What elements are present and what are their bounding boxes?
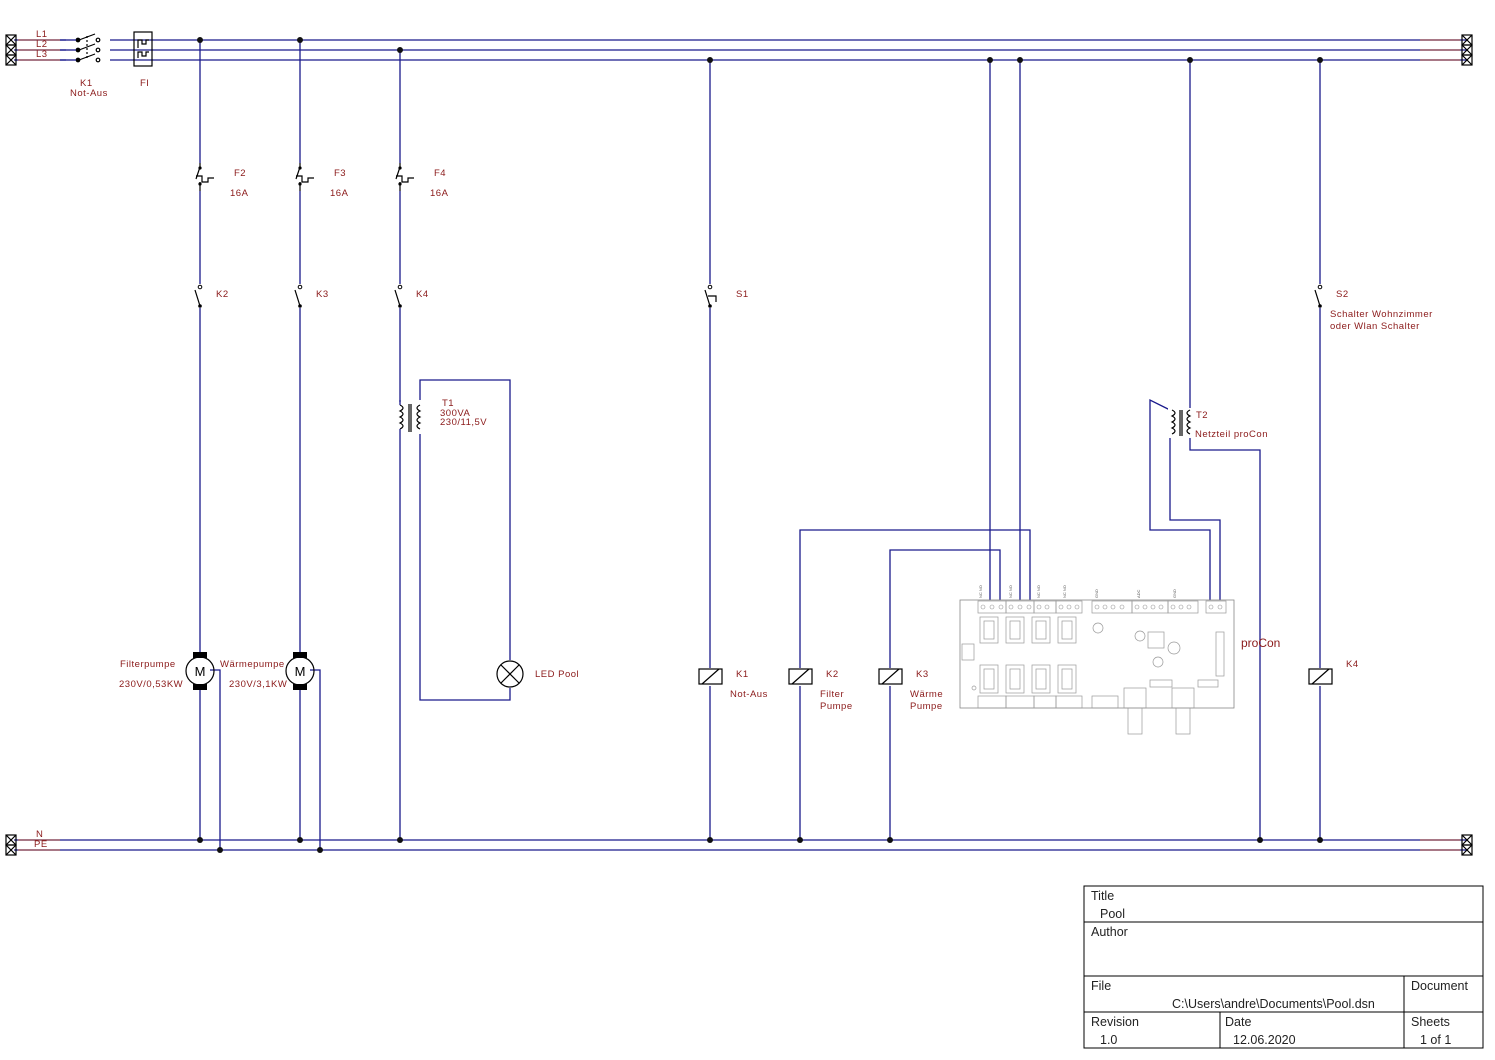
- switch-s1: [703, 284, 721, 308]
- contact-k2-ref: K2: [216, 289, 229, 300]
- transformer-t1-ratio: 230/11,5V: [440, 417, 487, 428]
- terminal-left-l3: [5, 54, 17, 66]
- fuse-f2: [194, 163, 214, 191]
- terminal-right-l3: [1461, 54, 1473, 66]
- tb-date: 12.06.2020: [1233, 1033, 1296, 1047]
- fuse-f2-rating: 16A: [230, 188, 249, 199]
- coil-k3-line2: Pumpe: [910, 701, 943, 712]
- coil-k2: [788, 668, 813, 685]
- motor-2-rating: 230V/3,1KW: [229, 679, 287, 690]
- switch-s2-line2: oder Wlan Schalter: [1330, 321, 1420, 332]
- coil-k3-line1: Wärme: [910, 689, 943, 700]
- coil-k4: [1308, 668, 1333, 685]
- main-switch-ref: K1: [80, 78, 93, 89]
- transformer-t2-ref: T2: [1196, 410, 1208, 421]
- motor-1-rating: 230V/0,53KW: [119, 679, 183, 690]
- main-switch-name: Not-Aus: [70, 88, 108, 99]
- rail-terminals: [5, 34, 1473, 856]
- transformer-t2-name: Netzteil proCon: [1195, 429, 1268, 440]
- lamp-led-pool: [496, 660, 524, 688]
- switch-s2: [1314, 284, 1326, 308]
- motor-1-name: Filterpumpe: [120, 659, 176, 670]
- fuse-f3-ref: F3: [334, 168, 346, 179]
- transformer-t1-power: 300VA: [440, 408, 470, 419]
- motor-filterpumpe: M: [185, 652, 215, 690]
- tb-title: Pool: [1100, 907, 1125, 921]
- supply-rails: [14, 39, 1466, 851]
- rail-label-l2: L2: [36, 39, 48, 50]
- terminal-right-pe: [1461, 844, 1473, 856]
- fuse-f4: [394, 163, 414, 191]
- contact-k3-ref: K3: [316, 289, 329, 300]
- tb-title-label: Title: [1091, 889, 1114, 903]
- title-block: [1083, 885, 1484, 1049]
- rcd-ref: FI: [140, 78, 149, 89]
- coil-k1-ref: K1: [736, 669, 749, 680]
- svg-text:NC NO: NC NO: [1008, 585, 1013, 598]
- rail-label-pe: PE: [34, 839, 48, 850]
- fuse-f3: [294, 163, 314, 191]
- branch-wires: [199, 40, 1321, 850]
- contact-k2: [194, 284, 206, 308]
- fuse-f2-ref: F2: [234, 168, 246, 179]
- switch-s2-line1: Schalter Wohnzimmer: [1330, 309, 1433, 320]
- transformer-t1: [396, 400, 426, 434]
- motor-1-symbol: M: [195, 664, 206, 679]
- motor-2-symbol: M: [295, 664, 306, 679]
- junction-dots: [197, 37, 1323, 853]
- motor-2-name: Wärmepumpe: [220, 659, 285, 670]
- coil-k3: [878, 668, 903, 685]
- fuse-f4-rating: 16A: [430, 188, 449, 199]
- switch-s2-ref: S2: [1336, 289, 1349, 300]
- tb-sheets-label: Sheets: [1411, 1015, 1450, 1029]
- tb-revision-label: Revision: [1091, 1015, 1139, 1029]
- coil-k1: [698, 668, 723, 685]
- main-switch-k1: [60, 33, 110, 66]
- controller-name: proCon: [1241, 636, 1280, 650]
- motor-waermepumpe: M: [285, 652, 315, 690]
- tb-sheets: 1 of 1: [1420, 1033, 1451, 1047]
- coil-k2-line1: Filter: [820, 689, 844, 700]
- contact-k3: [294, 284, 306, 308]
- rail-label-l3: L3: [36, 49, 48, 60]
- tb-document-label: Document: [1411, 979, 1468, 993]
- rcd-fi: [133, 31, 153, 67]
- svg-text:NC NO: NC NO: [1036, 585, 1041, 598]
- svg-text:GND: GND: [1172, 589, 1177, 598]
- tb-author-label: Author: [1091, 925, 1128, 939]
- tb-date-label: Date: [1225, 1015, 1251, 1029]
- coil-k3-ref: K3: [916, 669, 929, 680]
- transformer-t1-ref: T1: [442, 398, 454, 409]
- lamp-name: LED Pool: [535, 669, 579, 680]
- terminal-left-pe: [5, 844, 17, 856]
- contact-k4-ref: K4: [416, 289, 429, 300]
- switch-s1-ref: S1: [736, 289, 749, 300]
- tb-file: C:\Users\andre\Documents\Pool.dsn: [1172, 997, 1375, 1011]
- coil-k4-ref: K4: [1346, 659, 1359, 670]
- svg-text:NC NO: NC NO: [1062, 585, 1067, 598]
- coil-k1-line1: Not-Aus: [730, 689, 768, 700]
- tb-file-label: File: [1091, 979, 1111, 993]
- tb-revision: 1.0: [1100, 1033, 1117, 1047]
- svg-text:NC NO: NC NO: [978, 585, 983, 598]
- svg-text:GND: GND: [1094, 589, 1099, 598]
- contact-k4: [394, 284, 406, 308]
- transformer-t2: [1168, 408, 1194, 438]
- coil-k2-ref: K2: [826, 669, 839, 680]
- coil-k2-line2: Pumpe: [820, 701, 853, 712]
- svg-text:ADC: ADC: [1136, 589, 1141, 598]
- fuse-f4-ref: F4: [434, 168, 446, 179]
- rail-label-l1: L1: [36, 29, 48, 40]
- procon-controller-board: NC NO NC NO NC NO NC NO GND ADC GND proC…: [959, 585, 1280, 735]
- rail-label-n: N: [36, 829, 43, 840]
- fuse-f3-rating: 16A: [330, 188, 349, 199]
